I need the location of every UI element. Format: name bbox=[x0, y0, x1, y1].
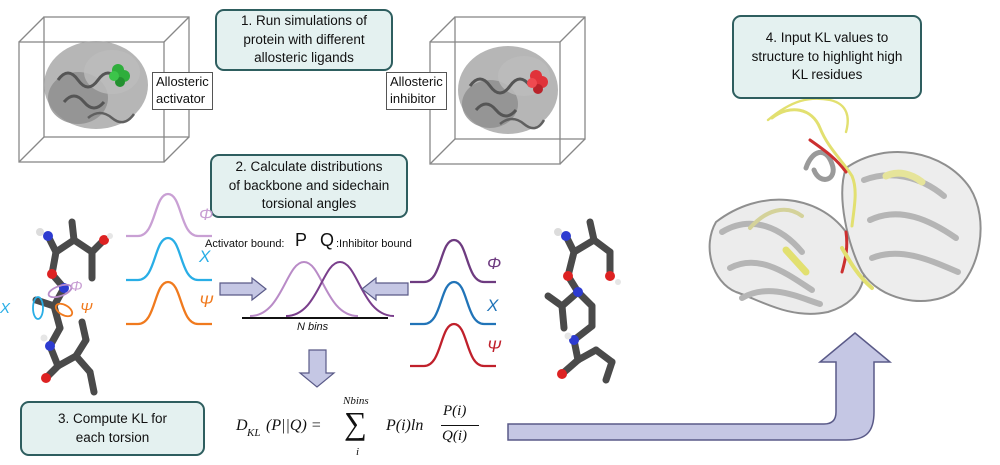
step-2-box: 2. Calculate distributions of backbone a… bbox=[210, 154, 408, 218]
activator-chi-distribution bbox=[126, 236, 212, 282]
formula-kl-subscript: KL bbox=[247, 427, 261, 439]
formula-denominator: Q(i) bbox=[442, 428, 467, 444]
kl-divergence-formula: D KL (P||Q) = Nbins ∑ i P(i)ln P(i) Q(i) bbox=[236, 395, 486, 463]
activator-psi-distribution bbox=[126, 280, 212, 326]
arrow-down-to-formula bbox=[298, 349, 336, 388]
kl-highlighted-protein-structure bbox=[708, 97, 982, 315]
allosteric-activator-label: Allosteric activator bbox=[152, 72, 213, 110]
dipeptide-phi-symbol: Φ bbox=[70, 278, 83, 295]
dipeptide-psi-symbol: Ψ bbox=[80, 300, 93, 317]
activator-bound-protein bbox=[44, 41, 148, 129]
formula-term: P(i)ln bbox=[386, 417, 424, 434]
n-bins-label: N bins bbox=[297, 321, 329, 333]
inhibitor-psi-symbol: Ψ bbox=[487, 337, 502, 356]
formula-numerator: P(i) bbox=[443, 403, 467, 419]
formula-args: (P||Q) = bbox=[266, 417, 322, 434]
step-4-line-3: KL residues bbox=[791, 67, 863, 83]
p-q-overlap-plot bbox=[242, 260, 395, 319]
step-1-line-1: 1. Run simulations of bbox=[240, 13, 368, 29]
formula-sum-symbol: ∑ bbox=[344, 405, 367, 441]
step-1-box: 1. Run simulations of protein with diffe… bbox=[215, 9, 393, 71]
inhibitor-bound-protein bbox=[458, 46, 558, 134]
formula-sum-upper-limit: Nbins bbox=[343, 395, 369, 407]
left-dipeptide-structure bbox=[32, 218, 113, 396]
arrow-formula-to-structure bbox=[507, 332, 893, 441]
activator-phi-symbol: Φ bbox=[199, 205, 214, 224]
activator-label-line-1: Allosteric bbox=[156, 74, 209, 89]
activator-ligand bbox=[109, 64, 130, 87]
activator-psi-symbol: Ψ bbox=[199, 292, 214, 311]
inhibitor-chi-symbol: X bbox=[487, 296, 499, 315]
inhibitor-psi-distribution bbox=[410, 322, 496, 368]
formula-sum-index: i bbox=[356, 446, 360, 458]
step-2-line-2: of backbone and sidechain bbox=[228, 177, 390, 193]
inhibitor-ligand bbox=[527, 70, 548, 94]
activator-chi-symbol: X bbox=[199, 247, 211, 266]
arrow-right-distributions-to-center bbox=[361, 276, 409, 302]
activator-phi-distribution bbox=[126, 192, 212, 238]
step-2-line-1: 2. Calculate distributions bbox=[235, 159, 383, 175]
step-1-line-2: protein with different bbox=[243, 31, 365, 47]
step-4-line-1: 4. Input KL values to bbox=[765, 30, 889, 46]
formula-d: D bbox=[236, 417, 248, 434]
left-dipeptide-angle-markers bbox=[32, 283, 74, 320]
step-4-box: 4. Input KL values to structure to highl… bbox=[732, 15, 922, 99]
dipeptide-chi-symbol: X bbox=[0, 300, 11, 317]
arrow-left-distributions-to-center bbox=[219, 276, 267, 302]
activator-label-line-2: activator bbox=[156, 90, 206, 106]
activator-bound-label: Activator bound: bbox=[205, 238, 285, 250]
step-2-line-3: torsional angles bbox=[261, 196, 357, 212]
allosteric-inhibitor-label: Allosteric inhibitor bbox=[386, 72, 447, 110]
q-symbol: Q bbox=[320, 230, 335, 250]
step-3-box: 3. Compute KL for each torsion bbox=[20, 401, 205, 456]
inhibitor-bound-label: :Inhibitor bound bbox=[336, 238, 412, 250]
inhibitor-chi-distribution bbox=[410, 280, 496, 326]
formula-fraction-bar bbox=[441, 425, 479, 426]
inhibitor-phi-symbol: Φ bbox=[487, 254, 502, 273]
right-dipeptide-structure bbox=[544, 218, 621, 384]
inhibitor-label-line-2: inhibitor bbox=[390, 90, 436, 106]
inhibitor-label-line-1: Allosteric bbox=[390, 74, 443, 89]
step-4-line-2: structure to highlight high bbox=[751, 48, 903, 64]
step-3-line-1: 3. Compute KL for bbox=[57, 410, 168, 426]
step-3-line-2: each torsion bbox=[75, 429, 150, 445]
step-1-line-3: allosteric ligands bbox=[254, 50, 354, 66]
inhibitor-phi-distribution bbox=[410, 238, 496, 284]
p-symbol: P bbox=[295, 230, 308, 250]
